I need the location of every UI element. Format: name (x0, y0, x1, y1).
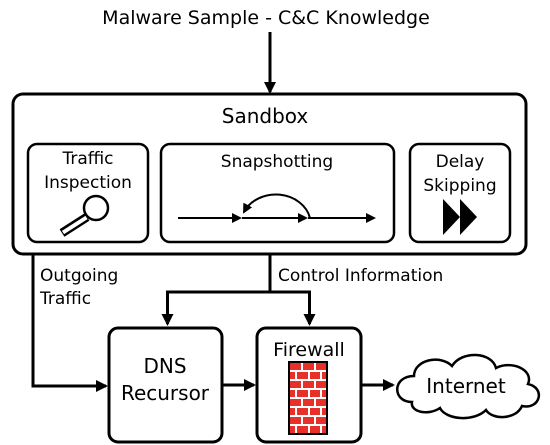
snapshot-arc-icon (178, 193, 376, 223)
brick-wall-icon (288, 361, 328, 435)
dns-recursor-label-2: Recursor (121, 381, 210, 405)
internet-label: Internet (426, 374, 506, 398)
traffic-inspection-module: Traffic Inspection (26, 142, 150, 244)
outgoing-traffic-label-1: Outgoing (40, 266, 118, 286)
sandbox-title: Sandbox (222, 104, 309, 128)
traffic-inspection-label-2: Inspection (44, 173, 132, 193)
firewall-label: Firewall (273, 339, 345, 361)
fast-forward-icon (443, 199, 477, 235)
internet-node: Internet (396, 353, 541, 420)
top-label: Malware Sample - C&C Knowledge (102, 7, 430, 29)
delay-skipping-label-1: Delay (436, 152, 485, 172)
control-information-edge (161, 254, 316, 326)
outgoing-traffic-edge (31, 254, 108, 392)
dns-recursor-label-1: DNS (143, 354, 186, 378)
outgoing-traffic-label-2: Traffic (39, 289, 91, 309)
firewall-node: Firewall (255, 326, 363, 444)
dns-recursor-node: DNS Recursor (107, 326, 224, 444)
traffic-inspection-label-1: Traffic (61, 149, 113, 169)
snapshotting-label: Snapshotting (221, 152, 333, 172)
delay-skipping-label-2: Skipping (423, 176, 496, 196)
snapshotting-module: Snapshotting (159, 142, 396, 244)
magnifier-icon (59, 194, 110, 237)
delay-skipping-module: Delay Skipping (408, 142, 512, 244)
control-information-label: Control Information (278, 266, 443, 286)
cloud-icon (396, 353, 541, 420)
